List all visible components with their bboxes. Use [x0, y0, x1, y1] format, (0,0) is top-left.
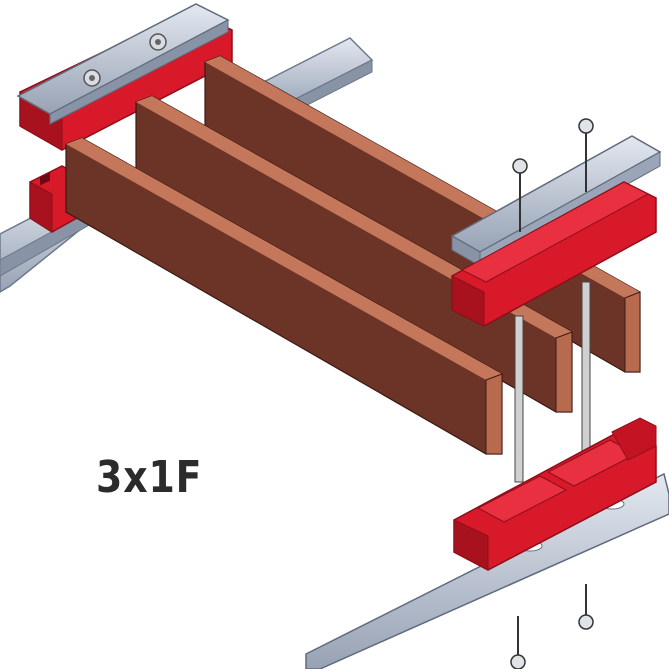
- bolt-lower-left: [510, 616, 526, 669]
- rail-top-left: [16, 3, 230, 125]
- tie-rod-right: [581, 281, 591, 453]
- nut-icon: [578, 614, 594, 630]
- nut-icon: [578, 118, 594, 134]
- bolt-lower-right: [578, 584, 594, 630]
- configuration-label: 3x1F: [96, 452, 203, 503]
- nut-icon: [512, 158, 528, 174]
- insulator-right-lower: [453, 417, 657, 571]
- nut-icon: [510, 654, 526, 669]
- insulator-right-upper: [451, 181, 657, 327]
- busbar-phase-3: [65, 137, 503, 455]
- bolt-upper-left: [512, 158, 528, 232]
- bolt-upper-right: [578, 118, 594, 192]
- tie-rod-left: [514, 315, 524, 483]
